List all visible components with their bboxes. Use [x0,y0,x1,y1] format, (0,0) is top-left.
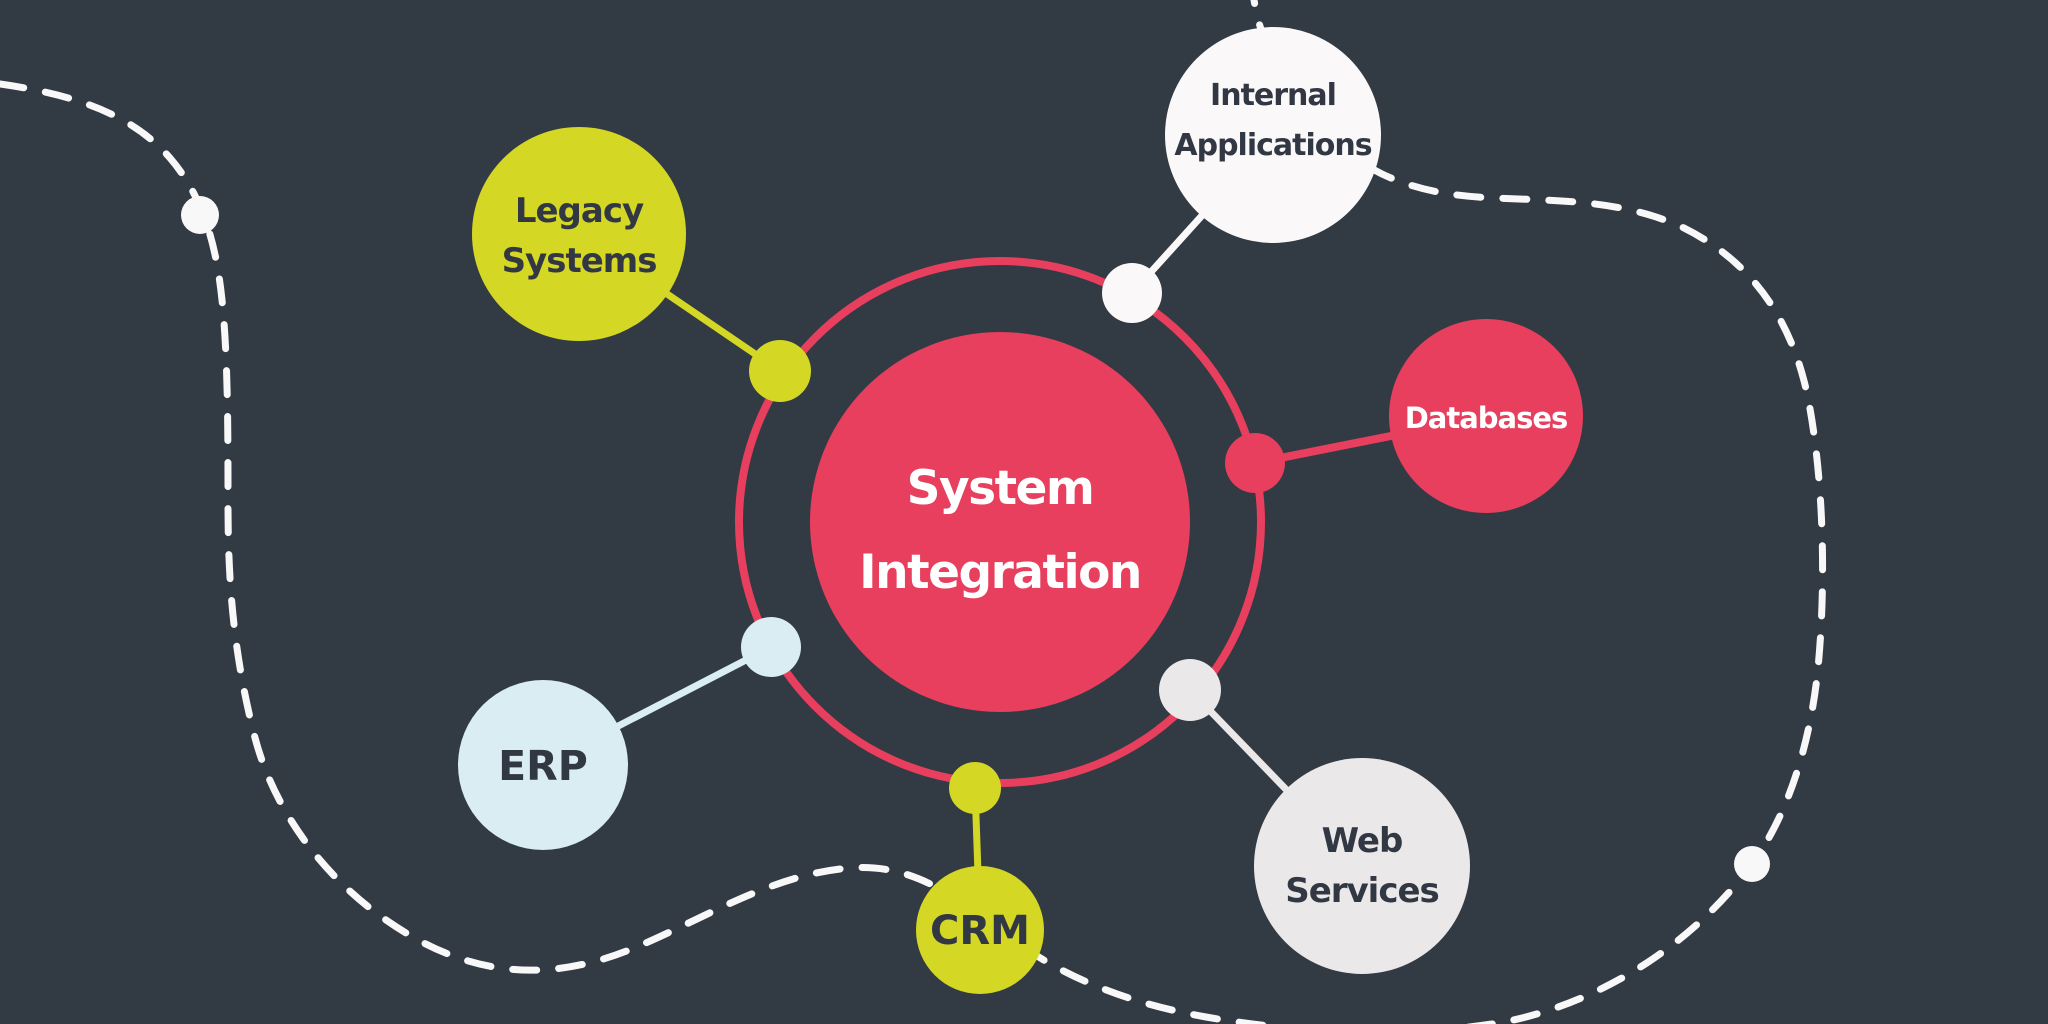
junction-dot-databases [1225,433,1285,493]
node-databases-circle [1389,319,1583,513]
node-erp: ERP [458,680,628,850]
junction-dot-crm [949,762,1001,814]
node-legacy-systems-label-line1: Legacy [515,191,644,231]
node-web-services-label-line2: Services [1285,871,1439,911]
node-crm-circle [916,866,1044,994]
node-legacy-systems-label-line2: Systems [502,241,657,281]
junction-dot-internal [1102,263,1162,323]
junction-dot-erp [741,617,801,677]
node-databases-label: Databases [1405,401,1568,435]
hub-circle [810,332,1190,712]
dashed-journey-path [0,0,1827,1024]
hub-label-line1: System [907,461,1094,516]
node-web-services: Web Services [1254,758,1470,974]
node-erp-label: ERP [498,742,588,790]
node-internal-applications-circle [1165,27,1381,243]
node-databases: Databases [1389,319,1583,513]
node-web-services-circle [1254,758,1470,974]
node-legacy-systems-circle [472,127,686,341]
hub-system-integration: System Integration [810,332,1190,712]
node-erp-circle [458,680,628,850]
node-internal-applications: Internal Applications [1165,27,1381,243]
node-crm: CRM [916,866,1044,994]
hub-label-line2: Integration [859,545,1141,600]
junction-dot-web [1159,659,1221,721]
dashed-path-dot-right [1734,846,1770,882]
junction-dot-legacy [749,340,811,402]
node-internal-applications-label-line2: Applications [1174,128,1371,163]
node-crm-label: CRM [930,908,1030,954]
dashed-path-dot-left [181,196,219,234]
node-internal-applications-label-line1: Internal [1210,78,1336,113]
node-legacy-systems: Legacy Systems [472,127,686,341]
node-web-services-label-line1: Web [1322,821,1403,861]
